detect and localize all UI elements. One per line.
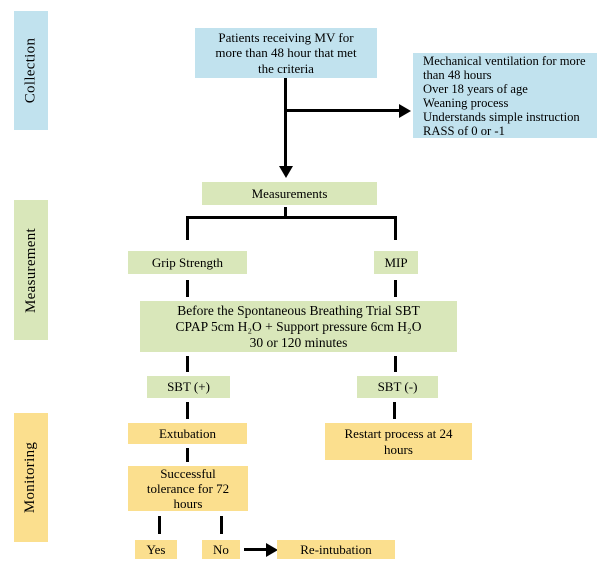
node-measurements: Measurements (202, 182, 377, 205)
connector-sbt-to-negative (394, 356, 397, 372)
phase-label-measurement-text: Measurement (22, 227, 39, 313)
connector-measurements-stub (284, 207, 287, 217)
node-yes: Yes (135, 540, 177, 559)
connector-negative-to-restart (393, 402, 396, 419)
connector-tolerance-to-no (220, 516, 223, 534)
node-reintubation: Re-intubation (277, 540, 395, 559)
node-inclusion-criteria: Mechanical ventilation for more than 48 … (413, 53, 597, 138)
connector-positive-to-extubation (186, 402, 189, 419)
arrowhead-right-reintubation (266, 543, 278, 557)
connector-grip-to-sbt (186, 280, 189, 297)
connector-sbt-to-positive (186, 356, 189, 372)
arrowhead-right-criteria (399, 104, 411, 118)
node-successful-tolerance: Successful tolerance for 72 hours (128, 466, 248, 511)
connector-mip-to-sbt (394, 280, 397, 297)
arrowhead-down-measurements (279, 166, 293, 178)
connector-to-criteria (284, 109, 399, 112)
node-grip-strength: Grip Strength (128, 251, 247, 274)
node-no: No (202, 540, 240, 559)
phase-label-collection: Collection (14, 11, 48, 130)
connector-patients-to-measurements (284, 78, 287, 167)
connector-split-bar (186, 216, 397, 219)
phase-label-measurement: Measurement (14, 200, 48, 340)
node-extubation: Extubation (128, 423, 247, 444)
node-restart-process: Restart process at 24 hours (325, 423, 472, 460)
connector-extubation-to-tolerance (186, 448, 189, 462)
connector-tolerance-to-yes (158, 516, 161, 534)
node-sbt-protocol: Before the Spontaneous Breathing Trial S… (140, 301, 457, 352)
node-patients-receiving-mv: Patients receiving MV for more than 48 h… (195, 28, 377, 78)
phase-label-monitoring: Monitoring (14, 413, 48, 542)
connector-split-right (394, 216, 397, 240)
node-sbt-negative: SBT (-) (357, 376, 438, 398)
connector-split-left (186, 216, 189, 240)
phase-label-monitoring-text: Monitoring (22, 441, 39, 514)
node-mip: MIP (374, 251, 418, 274)
connector-no-to-reintubation (244, 548, 267, 551)
node-sbt-positive: SBT (+) (147, 376, 230, 398)
phase-label-collection-text: Collection (22, 37, 39, 104)
